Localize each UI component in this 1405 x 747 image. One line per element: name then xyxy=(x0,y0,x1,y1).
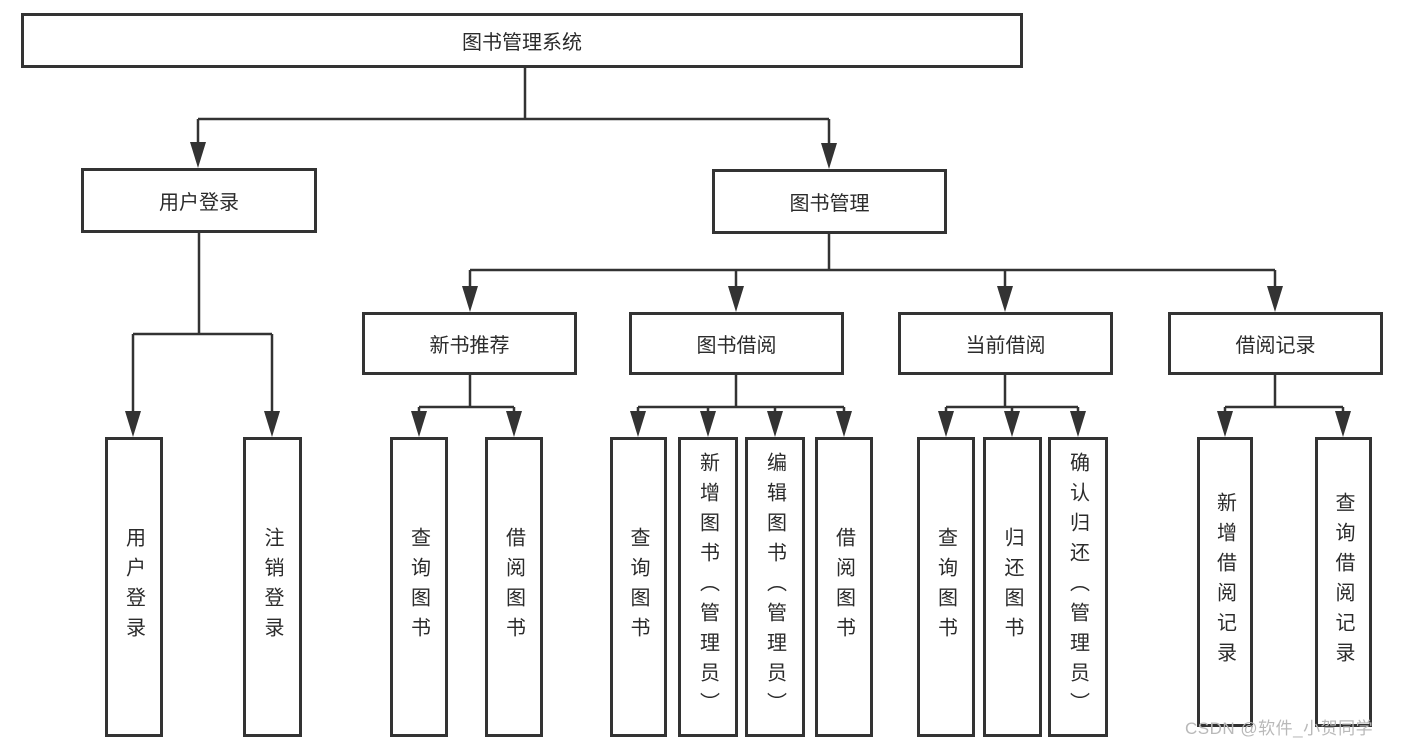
node-leaf-add-books-admin: 新增图书（管理员） xyxy=(678,437,738,737)
node-book-borrowing: 图书借阅 xyxy=(629,312,844,375)
arrow-down-head xyxy=(462,286,478,312)
node-leaf-query-books-3: 查询图书 xyxy=(917,437,975,737)
arrow-down-head xyxy=(728,286,744,312)
node-leaf-edit-books-admin-label: 编辑图书（管理员） xyxy=(763,452,786,722)
arrow-down-head xyxy=(1335,411,1351,437)
arrow-down-head xyxy=(767,411,783,437)
node-leaf-query-books-3-label: 查询图书 xyxy=(934,527,957,647)
connector-book-management-to-level3 xyxy=(462,234,1283,312)
arrow-down-head xyxy=(700,411,716,437)
connector-borrow-records-children xyxy=(1217,375,1351,437)
node-user-login: 用户登录 xyxy=(81,168,317,233)
connector-current-borrowing-children xyxy=(938,375,1086,437)
node-leaf-add-books-admin-label: 新增图书（管理员） xyxy=(696,452,719,722)
node-leaf-borrow-books-1: 借阅图书 xyxy=(485,437,543,737)
node-leaf-logout: 注销登录 xyxy=(243,437,302,737)
node-leaf-borrow-books-2-label: 借阅图书 xyxy=(832,527,855,647)
arrow-down-head xyxy=(264,411,280,437)
node-leaf-query-borrow-record: 查询借阅记录 xyxy=(1315,437,1372,727)
arrow-down-head xyxy=(1070,411,1086,437)
node-leaf-borrow-books-2: 借阅图书 xyxy=(815,437,873,737)
node-leaf-query-borrow-record-label: 查询借阅记录 xyxy=(1332,492,1354,672)
node-leaf-return-books-label: 归还图书 xyxy=(1001,527,1023,647)
connector-book-borrowing-children xyxy=(630,375,852,437)
connector-root-to-level2 xyxy=(190,68,837,169)
node-leaf-return-books: 归还图书 xyxy=(983,437,1042,737)
node-current-borrowing-label: 当前借阅 xyxy=(965,335,1046,357)
connector-user-login-children xyxy=(125,233,280,437)
node-leaf-user-login: 用户登录 xyxy=(105,437,163,737)
node-new-book-recommendation-label: 新书推荐 xyxy=(429,335,510,357)
arrow-down-head xyxy=(821,143,837,169)
arrow-down-head xyxy=(938,411,954,437)
arrow-down-head xyxy=(411,411,427,437)
node-root-system-label: 图书管理系统 xyxy=(462,32,582,54)
node-current-borrowing: 当前借阅 xyxy=(898,312,1113,375)
node-leaf-confirm-return-admin-label: 确认归还（管理员） xyxy=(1066,452,1089,722)
node-leaf-borrow-books-1-label: 借阅图书 xyxy=(502,527,525,647)
node-leaf-user-login-label: 用户登录 xyxy=(122,527,145,647)
node-book-management-label: 图书管理 xyxy=(789,193,870,215)
node-book-borrowing-label: 图书借阅 xyxy=(696,335,777,357)
watermark: CSDN @软件_小贺同学 xyxy=(1185,719,1374,738)
arrow-down-head xyxy=(1004,411,1020,437)
node-borrowing-records-label: 借阅记录 xyxy=(1235,335,1316,357)
arrow-down-head xyxy=(836,411,852,437)
node-root-system: 图书管理系统 xyxy=(21,13,1023,68)
connector-new-book-children xyxy=(411,375,522,437)
node-leaf-confirm-return-admin: 确认归还（管理员） xyxy=(1048,437,1108,737)
node-leaf-query-books-1: 查询图书 xyxy=(390,437,448,737)
node-leaf-edit-books-admin: 编辑图书（管理员） xyxy=(745,437,805,737)
arrow-down-head xyxy=(125,411,141,437)
arrow-down-head xyxy=(506,411,522,437)
arrow-down-head xyxy=(630,411,646,437)
node-borrowing-records: 借阅记录 xyxy=(1168,312,1383,375)
node-leaf-add-borrow-record-label: 新增借阅记录 xyxy=(1213,492,1236,672)
node-leaf-query-books-2-label: 查询图书 xyxy=(627,527,649,647)
node-leaf-add-borrow-record: 新增借阅记录 xyxy=(1197,437,1253,727)
arrow-down-head xyxy=(997,286,1013,312)
arrow-down-head xyxy=(1217,411,1233,437)
node-leaf-query-books-1-label: 查询图书 xyxy=(407,527,430,647)
arrow-down-head xyxy=(1267,286,1283,312)
node-new-book-recommendation: 新书推荐 xyxy=(362,312,577,375)
arrow-down-head xyxy=(190,142,206,168)
node-leaf-logout-label: 注销登录 xyxy=(261,527,283,647)
node-user-login-label: 用户登录 xyxy=(159,192,239,214)
node-book-management: 图书管理 xyxy=(712,169,947,234)
node-leaf-query-books-2: 查询图书 xyxy=(610,437,667,737)
